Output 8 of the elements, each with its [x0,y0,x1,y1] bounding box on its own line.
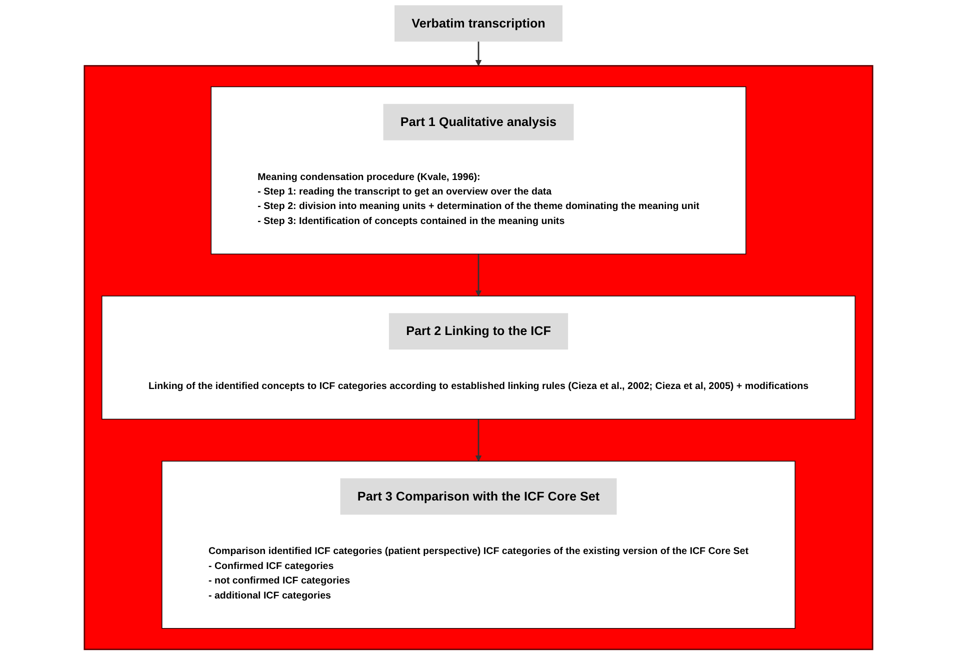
cluster [84,65,874,650]
arrow [475,419,482,462]
arrow [475,254,482,296]
node-box: Part 2 Linking to the ICF [388,313,568,350]
node-box: Part 1 Qualitative analysis [383,104,574,140]
node-box: Part 3 Comparison with the ICF Core Set [340,478,617,515]
node-box: Verbatim transcription [394,5,562,42]
arrow [475,41,482,66]
